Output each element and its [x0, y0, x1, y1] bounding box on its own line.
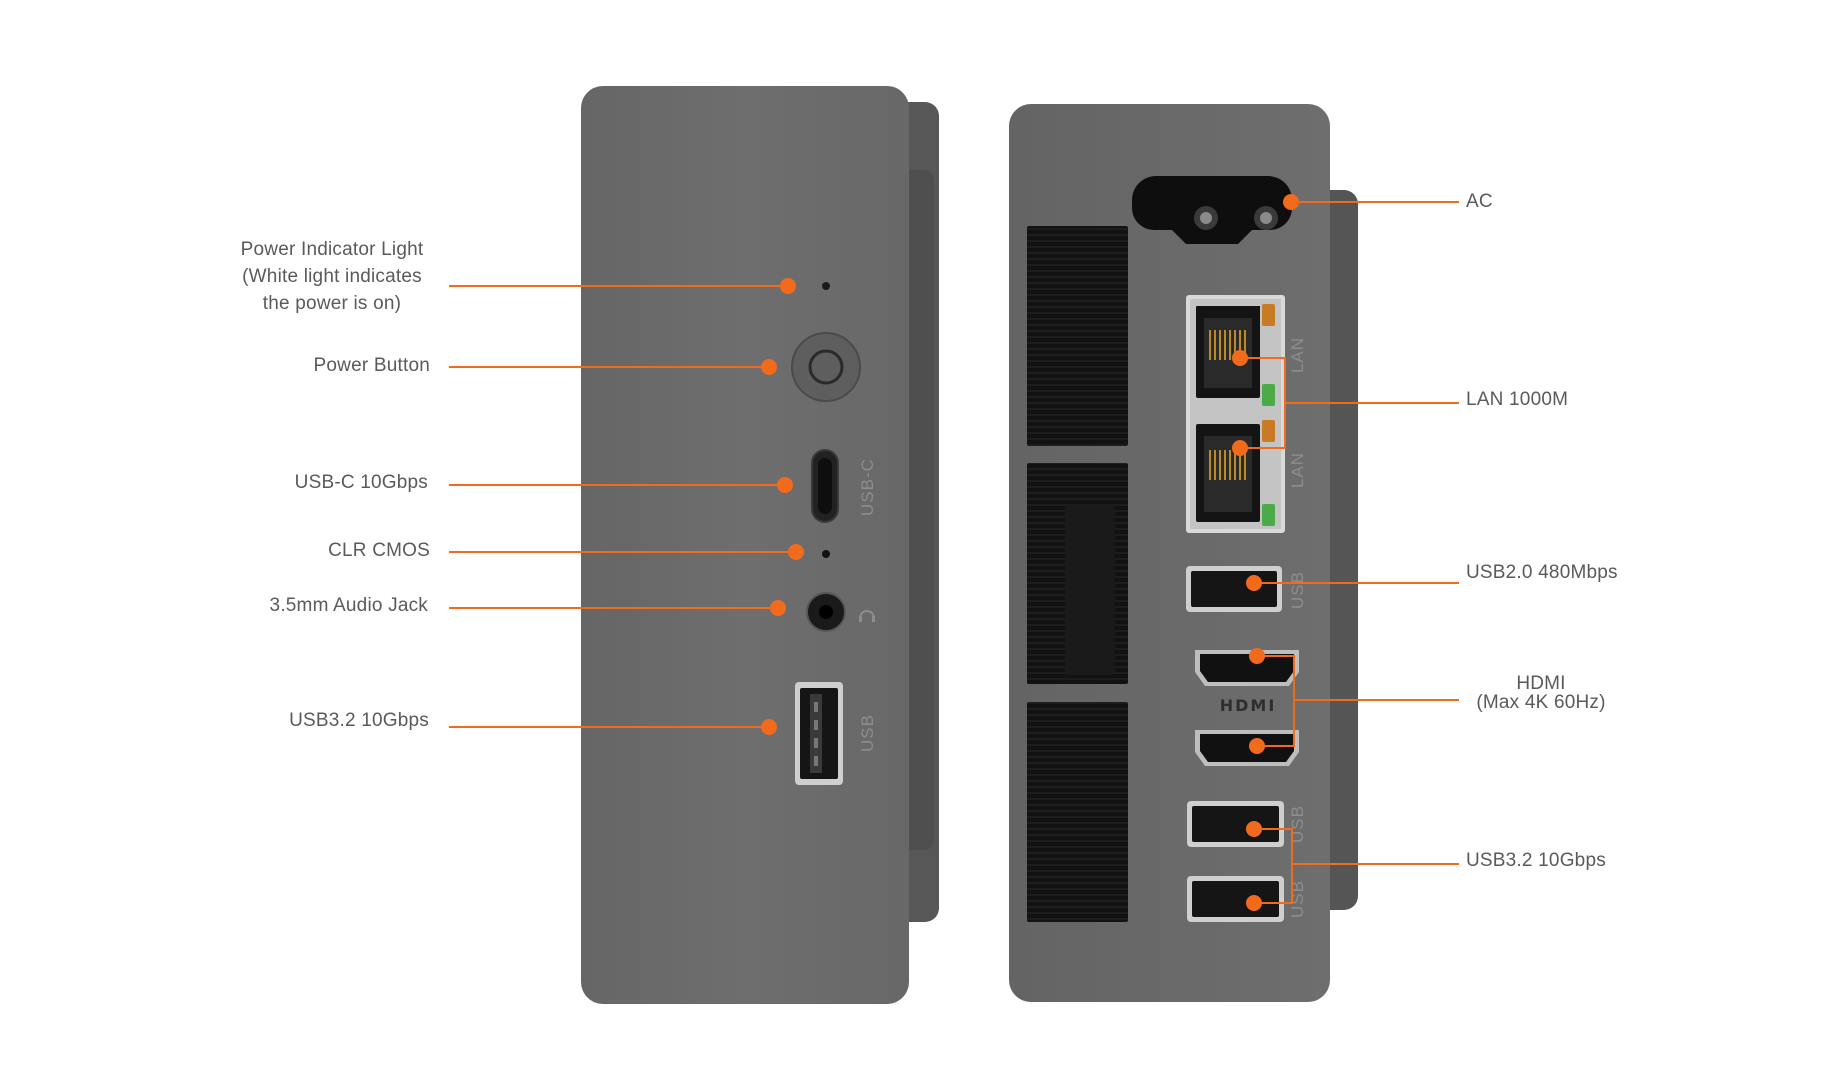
lan-2-link-led	[1262, 504, 1275, 526]
usb-c-marking: USB-C	[858, 458, 877, 516]
rear-panel: LAN LAN USB HDMI USB USB	[1009, 104, 1358, 1002]
lan-2-activity-led	[1262, 420, 1275, 442]
label-power-button: Power Button	[313, 355, 430, 376]
label-ac: AC	[1466, 191, 1493, 212]
power-button[interactable]	[791, 332, 861, 402]
vent-top	[1027, 226, 1128, 446]
label-usb32-rear: USB3.2 10Gbps	[1466, 850, 1606, 871]
vent-bottom	[1027, 702, 1128, 922]
front-body	[581, 86, 909, 1004]
callout-dot-audio-jack	[770, 600, 786, 616]
callout-dot-lan-1	[1232, 350, 1248, 366]
label-usb32-front: USB3.2 10Gbps	[289, 710, 429, 731]
callout-dot-hdmi-2	[1249, 738, 1265, 754]
usb20-port[interactable]	[1186, 566, 1282, 612]
lan-port-2[interactable]	[1196, 424, 1260, 522]
usb-marking-front: USB	[858, 714, 877, 752]
callout-dot-hdmi-1	[1249, 648, 1265, 664]
lan-1-activity-led	[1262, 304, 1275, 326]
callout-dot-usb-c	[777, 477, 793, 493]
hdmi-logo: HDMI	[1220, 696, 1277, 715]
usb32-rear-port-1[interactable]	[1187, 801, 1284, 847]
usb-marking-rear-1: USB	[1288, 805, 1307, 843]
usb32-front-port[interactable]	[795, 682, 843, 785]
lan-marking-1: LAN	[1288, 337, 1307, 373]
vent-middle-shadow	[1065, 505, 1115, 675]
callout-dot-clr-cmos	[788, 544, 804, 560]
usb32-rear-port-2[interactable]	[1187, 876, 1284, 922]
callout-dot-usb32-front	[761, 719, 777, 735]
ac-inlet[interactable]	[1132, 176, 1292, 244]
hdmi-port-2[interactable]	[1195, 730, 1299, 766]
front-callouts	[449, 278, 804, 735]
label-usb20: USB2.0 480Mbps	[1466, 562, 1618, 583]
audio-jack[interactable]	[806, 592, 846, 632]
callout-dot-usb20	[1246, 575, 1262, 591]
callout-dot-usb32-rear-1	[1246, 821, 1262, 837]
power-indicator-led	[822, 282, 830, 290]
callout-dot-usb32-rear-2	[1246, 895, 1262, 911]
hdmi-port-1[interactable]	[1195, 650, 1299, 686]
callout-dot-power-button	[761, 359, 777, 375]
label-usb-c: USB-C 10Gbps	[294, 472, 428, 493]
label-hdmi: HDMI (Max 4K 60Hz)	[1476, 673, 1606, 713]
label-audio-jack: 3.5mm Audio Jack	[269, 595, 428, 616]
usb-c-port[interactable]	[811, 449, 839, 523]
callout-dot-ac	[1283, 194, 1299, 210]
label-power-indicator: Power Indicator Light (White light indic…	[240, 239, 424, 314]
lan-1-link-led	[1262, 384, 1275, 406]
usb-marking-rear-2: USB	[1288, 880, 1307, 918]
headphone-icon	[859, 610, 875, 622]
usb-marking-usb20: USB	[1288, 571, 1307, 609]
lan-marking-2: LAN	[1288, 452, 1307, 488]
clr-cmos-pinhole[interactable]	[822, 550, 830, 558]
label-clr-cmos: CLR CMOS	[328, 540, 430, 561]
front-panel: USB-C USB	[581, 86, 939, 1004]
rear-callouts	[1232, 194, 1459, 911]
callout-dot-lan-2	[1232, 440, 1248, 456]
callout-dot-power-indicator	[780, 278, 796, 294]
label-lan: LAN 1000M	[1466, 389, 1569, 410]
lan-port-1[interactable]	[1196, 306, 1260, 398]
callout-bracket-usb32-rear	[1254, 828, 1293, 904]
